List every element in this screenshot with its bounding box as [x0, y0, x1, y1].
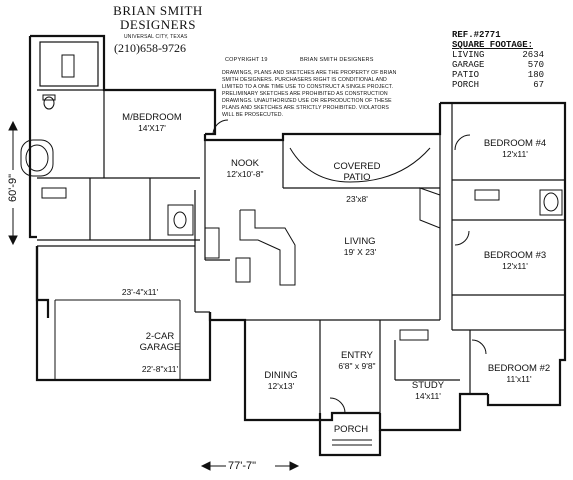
room-size: 12'x11': [502, 261, 528, 271]
reference-number: REF.#2771: [452, 30, 501, 40]
room-porch: PORCH: [326, 424, 376, 435]
interior-walls: [37, 41, 565, 413]
sqft-label: LIVING: [452, 50, 485, 60]
room-living: LIVING 19' X 23': [320, 236, 400, 258]
firm-phone: (210)658-9726: [114, 41, 186, 55]
room-study: STUDY 14'x11': [397, 380, 459, 402]
firm-name-line1: BRIAN SMITH: [113, 3, 203, 18]
sqft-value: 570: [527, 60, 544, 70]
fixtures: [20, 54, 563, 446]
copyright-label: COPYRIGHT 19: [225, 57, 268, 63]
sqft-value: 180: [527, 70, 544, 80]
sqft-row-patio: PATIO 180: [452, 70, 544, 80]
sqft-row-garage: GARAGE 570: [452, 60, 544, 70]
room-dining: DINING 12'x13': [248, 370, 314, 392]
room-size: 14'x11': [415, 391, 441, 401]
room-name: ENTRY: [340, 350, 374, 361]
room-size: 12'x13': [267, 381, 295, 391]
room-size: 12'x10'-8": [226, 169, 264, 179]
room-size: 11'x11': [506, 374, 532, 384]
room-name: BEDROOM #3: [483, 250, 547, 261]
room-name: 2-CAR GARAGE: [139, 331, 181, 353]
depth-dimension: 60'-9": [7, 173, 19, 203]
room-name: LIVING: [344, 236, 376, 247]
firm-name: BRIAN SMITH DESIGNERS: [112, 4, 204, 32]
sqft-value: 2634: [522, 50, 544, 60]
room-name: M/BEDROOM: [122, 112, 182, 123]
room-size: 23'x8': [346, 194, 368, 204]
room-name: COVERED PATIO: [333, 161, 381, 183]
room-size: 23'-4"x11': [121, 287, 159, 297]
room-name: BEDROOM #2: [487, 363, 551, 374]
copyright-notice: DRAWINGS, PLANS AND SKETCHES ARE THE PRO…: [222, 70, 397, 118]
sqft-label: GARAGE: [452, 60, 485, 70]
room-name: STUDY: [411, 380, 445, 391]
room-size: 22'-8"x11': [141, 364, 179, 374]
room-name: PORCH: [333, 424, 369, 435]
room-bedroom-3: BEDROOM #3 12'x11': [470, 250, 560, 272]
square-footage-block: REF.#2771 SQUARE FOOTAGE: LIVING 2634 GA…: [452, 30, 544, 90]
room-size: 6'8" x 9'8": [338, 361, 376, 371]
room-name: BEDROOM #4: [483, 138, 547, 149]
room-nook: NOOK 12'x10'-8": [208, 158, 282, 180]
room-covered-patio: COVERED PATIO 23'x8': [322, 150, 392, 216]
sqft-label: PATIO: [452, 70, 480, 80]
firm-location: UNIVERSAL CITY, TEXAS: [124, 34, 188, 40]
width-dimension: 77'-7": [228, 460, 257, 472]
room-garage: 2-CAR GARAGE 22'-8"x11': [115, 320, 205, 386]
room-name: DINING: [264, 370, 298, 381]
copyright-owner: BRIAN SMITH DESIGNERS: [300, 57, 374, 63]
sqft-value: 67: [533, 80, 544, 90]
square-footage-heading: SQUARE FOOTAGE:: [452, 40, 534, 50]
dimension-lines: [8, 120, 300, 471]
sqft-row-living: LIVING 2634: [452, 50, 544, 60]
room-entry: ENTRY 6'8" x 9'8": [326, 350, 388, 372]
sqft-row-porch: PORCH 67: [452, 80, 544, 90]
room-size: 12'x11': [502, 149, 528, 159]
room-master-bedroom: M/BEDROOM 14'X17': [112, 112, 192, 134]
room-name: NOOK: [231, 158, 259, 169]
sqft-label: PORCH: [452, 80, 480, 90]
room-garage-extension: 23'-4"x11': [100, 287, 180, 298]
room-size: 14'X17': [138, 123, 166, 133]
room-size: 19' X 23': [343, 247, 377, 257]
firm-name-line2: DESIGNERS: [119, 17, 196, 32]
room-bedroom-4: BEDROOM #4 12'x11': [470, 138, 560, 160]
room-bedroom-2: BEDROOM #2 11'x11': [478, 363, 560, 385]
